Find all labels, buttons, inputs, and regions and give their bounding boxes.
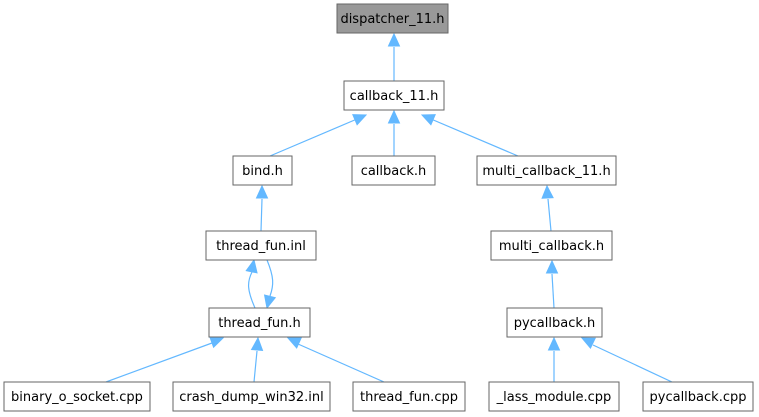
edge-bind-to-callback-11 — [269, 114, 368, 157]
arrowhead-icon — [420, 114, 436, 126]
arrowhead-icon — [387, 32, 401, 47]
node-box — [205, 230, 317, 261]
edge-thread-fun-inl-to-bind — [255, 184, 269, 232]
edge-thread-fun-cpp-to-thread-fun-h — [286, 337, 385, 383]
edge-line — [105, 342, 213, 383]
node-label: dispatcher_11.h — [340, 12, 444, 27]
arrowhead-icon — [352, 114, 368, 126]
edge-line — [260, 198, 263, 232]
edge-thread-fun-h-to-thread-fun-inl — [245, 258, 258, 309]
edge-pycallback-cpp-to-pycallback-h — [580, 337, 673, 383]
node-bind-h[interactable]: bind.h — [232, 155, 293, 186]
node-callback-11-h[interactable]: callback_11.h — [343, 80, 445, 111]
arrowhead-icon — [263, 294, 277, 310]
node-label: multi_callback_11.h — [482, 164, 610, 179]
arrowhead-icon — [209, 336, 225, 349]
arrowhead-icon — [245, 258, 258, 274]
node-label: crash_dump_win32.inl — [179, 390, 324, 405]
edge-line — [269, 118, 358, 157]
arrowhead-icon — [547, 336, 561, 351]
edge-crash-dump-win32-to-thread-fun-h — [250, 336, 264, 383]
edge-thread-fun-inl-to-thread-fun-h — [263, 259, 277, 310]
edge-binary-o-socket-to-thread-fun-h — [105, 336, 225, 383]
edge-line — [592, 344, 673, 383]
node-box — [336, 3, 449, 34]
edge-callback-to-callback-11 — [387, 109, 401, 156]
node-box — [343, 80, 445, 111]
node-label: binary_o_socket.cpp — [11, 390, 143, 405]
arrowhead-icon — [250, 336, 264, 351]
node-crash-dump-win32-inl[interactable]: crash_dump_win32.inl — [172, 381, 331, 412]
node-box — [476, 155, 617, 186]
node-box — [488, 381, 620, 412]
edge-line — [547, 198, 552, 232]
edge-multi-callback-to-multi-callback-11 — [541, 184, 554, 232]
node-box — [642, 381, 754, 412]
node-thread-fun-cpp[interactable]: thread_fun.cpp — [352, 381, 466, 412]
node-box — [352, 381, 466, 412]
node-box — [490, 230, 613, 261]
node-label: callback.h — [361, 164, 427, 179]
node-box — [208, 307, 311, 338]
arrowhead-icon — [545, 259, 559, 274]
node-label: thread_fun.inl — [216, 239, 306, 254]
arrowhead-icon — [286, 337, 302, 349]
node-thread-fun-inl[interactable]: thread_fun.inl — [205, 230, 317, 261]
node-binary-o-socket-cpp[interactable]: binary_o_socket.cpp — [3, 381, 151, 412]
node-box — [3, 381, 151, 412]
node-label: pycallback.cpp — [650, 390, 747, 405]
node-box — [172, 381, 331, 412]
edge-callback-11-to-dispatcher-11 — [387, 32, 401, 81]
nodes-layer: dispatcher_11.h callback_11.h bind.h cal… — [3, 3, 754, 412]
edge-line — [551, 273, 555, 309]
node-label: _lass_module.cpp — [496, 390, 612, 405]
node-pycallback-cpp[interactable]: pycallback.cpp — [642, 381, 754, 412]
node-thread-fun-h[interactable]: thread_fun.h — [208, 307, 311, 338]
edge-line — [430, 118, 519, 157]
node-multi-callback-11-h[interactable]: multi_callback_11.h — [476, 155, 617, 186]
edge-line — [253, 350, 258, 383]
node-box — [232, 155, 293, 186]
arrowhead-icon — [255, 184, 269, 199]
node-dispatcher-11-h[interactable]: dispatcher_11.h — [336, 3, 449, 34]
edge-lass-module-to-pycallback-h — [547, 336, 561, 382]
arrowhead-icon — [580, 337, 596, 350]
node-lass-module-cpp[interactable]: _lass_module.cpp — [488, 381, 620, 412]
node-multi-callback-h[interactable]: multi_callback.h — [490, 230, 613, 261]
edge-multi-callback-11-to-callback-11 — [420, 114, 519, 157]
node-label: thread_fun.cpp — [360, 390, 458, 405]
edge-line — [248, 271, 256, 309]
edges-layer — [105, 32, 673, 383]
node-label: callback_11.h — [350, 89, 439, 104]
node-callback-h[interactable]: callback.h — [351, 155, 436, 186]
node-box — [506, 307, 603, 338]
edge-line — [266, 259, 274, 297]
node-label: bind.h — [242, 164, 283, 179]
node-box — [351, 155, 436, 186]
node-label: thread_fun.h — [218, 316, 301, 331]
edge-pycallback-h-to-multi-callback — [545, 259, 559, 309]
arrowhead-icon — [541, 184, 554, 199]
arrowhead-icon — [387, 109, 401, 124]
node-label: multi_callback.h — [499, 239, 604, 254]
edge-line — [297, 343, 385, 383]
node-label: pycallback.h — [514, 316, 596, 331]
node-pycallback-h[interactable]: pycallback.h — [506, 307, 603, 338]
